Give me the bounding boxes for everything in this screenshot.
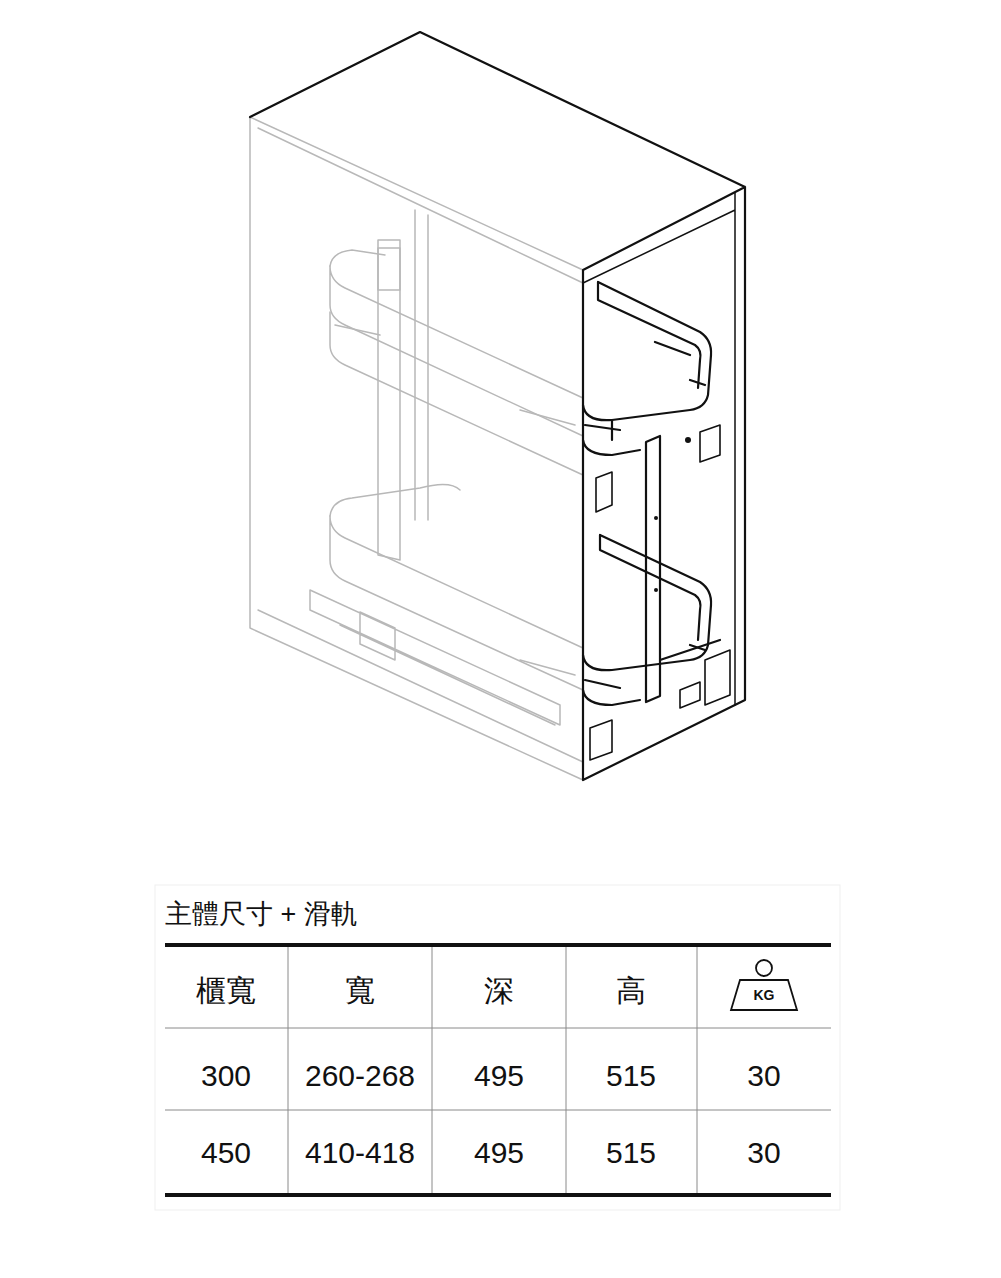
table-cell: 300 — [201, 1059, 251, 1092]
lower-tray-depth — [583, 535, 720, 705]
table-title: 主體尺寸 + 滑軌 — [165, 900, 358, 930]
lower-tray-back — [330, 516, 583, 690]
table-cell: 495 — [474, 1136, 524, 1169]
back-post — [378, 210, 428, 560]
tray-handles — [335, 325, 575, 675]
weight-unit: KG — [754, 988, 775, 1003]
lower-brackets — [590, 650, 730, 760]
front-post — [646, 436, 660, 702]
side-panel — [583, 193, 735, 705]
table-rule — [165, 1193, 831, 1197]
upper-tray-depth — [583, 282, 700, 455]
table-cell: 30 — [747, 1059, 780, 1092]
weight-body — [731, 980, 797, 1010]
header-cell: 寬 — [345, 974, 375, 1007]
screw — [654, 516, 658, 520]
table-frame — [155, 885, 840, 1210]
table-cell: 260-268 — [305, 1059, 415, 1092]
header-cell: 櫃寬 — [196, 974, 256, 1007]
screw-dots — [654, 437, 691, 592]
screw — [654, 588, 658, 592]
table-cell: 450 — [201, 1136, 251, 1169]
table-cell: 495 — [474, 1059, 524, 1092]
slide-rail — [310, 590, 560, 725]
weight-ring — [756, 960, 772, 976]
cabinet-drawing — [250, 32, 745, 780]
cabinet-outline — [250, 32, 745, 780]
post-cap — [378, 240, 400, 290]
visible-lines — [250, 32, 745, 780]
table-cell: 410-418 — [305, 1136, 415, 1169]
table-cell: 515 — [606, 1136, 656, 1169]
row-divider — [165, 1028, 831, 1110]
tray-handles — [585, 342, 705, 688]
header-cell: 深 — [484, 974, 514, 1007]
table-cell: 30 — [747, 1136, 780, 1169]
upper-tray-side — [330, 250, 583, 475]
weight-icon — [731, 960, 797, 1010]
table-cell: 515 — [606, 1059, 656, 1092]
table-rule — [165, 943, 831, 947]
hidden-lines — [250, 117, 583, 780]
cabinet-front — [250, 117, 583, 780]
lower-tray-rim — [330, 484, 460, 516]
upper-tray-back — [330, 266, 583, 436]
upper-brackets — [596, 425, 720, 512]
spec-table — [155, 885, 840, 1210]
column-divider — [288, 947, 697, 1193]
screw — [685, 437, 691, 443]
header-cell: 高 — [616, 974, 646, 1007]
